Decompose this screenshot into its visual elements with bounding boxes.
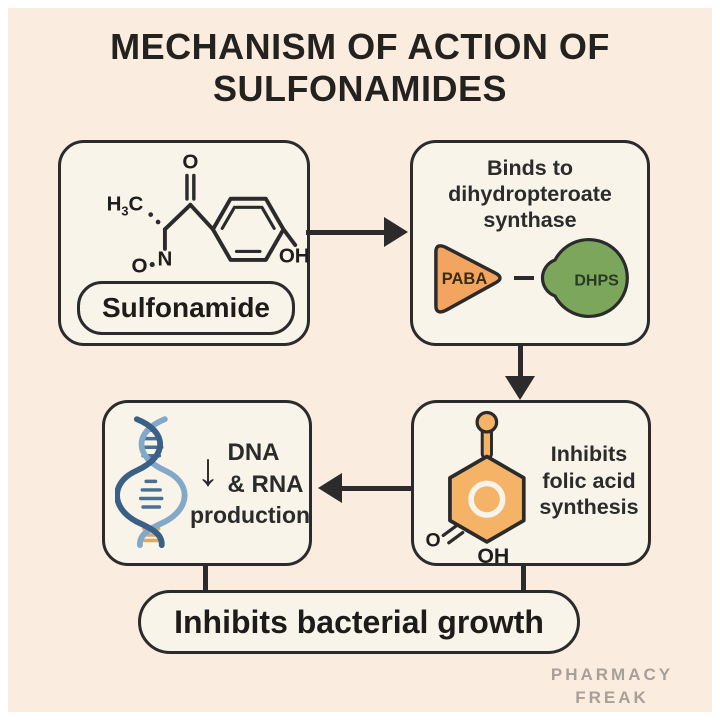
arrow-left-head <box>318 473 342 503</box>
connector-left <box>203 564 208 592</box>
watermark: PHARMACY FREAK <box>522 664 702 710</box>
sulfonamide-molecule-icon: O N O OH H3C <box>107 151 308 278</box>
paba-label: PABA <box>442 270 488 288</box>
dna-line-1: DNA <box>227 439 280 467</box>
atom-oh: OH <box>279 245 308 268</box>
folic-atom-oh: OH <box>477 544 509 566</box>
title-line-2: SULFONAMIDES <box>213 68 507 110</box>
atom-h3c: H3C <box>107 193 144 219</box>
connector-right <box>521 564 526 592</box>
atom-o-nitroso: O <box>131 254 147 277</box>
paba-dhps-row: PABA DHPS <box>413 221 647 335</box>
arrow-down-head <box>505 376 535 400</box>
sulfonamide-label: Sulfonamide <box>77 281 295 335</box>
folic-molecule-icon: O OH <box>425 410 526 566</box>
paba-dhps-bond <box>514 275 534 281</box>
watermark-line-2: FREAK <box>575 687 649 707</box>
arrow-left <box>318 473 412 503</box>
decrease-arrow-icon: ↓ <box>196 442 220 495</box>
sulfonamide-label-text: Sulfonamide <box>101 292 270 323</box>
dhps-label: DHPS <box>574 273 619 290</box>
watermark-line-1: PHARMACY <box>550 665 674 684</box>
dhps-blob-icon: DHPS <box>540 238 629 318</box>
folic-box: O OH Inhibits folic acid synthesis <box>411 400 651 566</box>
title-line-1: MECHANISM OF ACTION OF <box>110 26 610 67</box>
dna-helix-icon <box>115 416 188 549</box>
paba-triangle-icon: PABA <box>434 244 502 314</box>
arrow-right <box>306 217 408 247</box>
dotted-bond <box>148 212 161 268</box>
binds-text: Binds to dihydropteroate synthase <box>448 156 612 233</box>
arrow-down <box>505 346 535 400</box>
outcome-label: Inhibits bacterial growth <box>174 603 544 640</box>
atom-o-carbonyl: O <box>182 151 198 174</box>
dna-box: ↓ DNA & RNA production <box>102 400 312 566</box>
sulfonamide-box: O N O OH H3C Sulfonamide <box>58 140 310 346</box>
dna-line-2: & RNA <box>227 470 304 498</box>
folic-atom-o: O <box>425 530 440 552</box>
arrow-right-head <box>384 217 408 247</box>
dna-text-block: ↓ DNA & RNA production <box>189 403 311 563</box>
dna-line-3: production <box>189 501 311 528</box>
binds-box: Binds to dihydropteroate synthase PABA D… <box>410 140 650 346</box>
folic-text: Inhibits folic acid synthesis <box>539 441 639 520</box>
page-title: MECHANISM OF ACTION OF SULFONAMIDES <box>0 26 720 110</box>
atom-n: N <box>157 248 172 271</box>
outcome-box: Inhibits bacterial growth <box>138 590 580 654</box>
